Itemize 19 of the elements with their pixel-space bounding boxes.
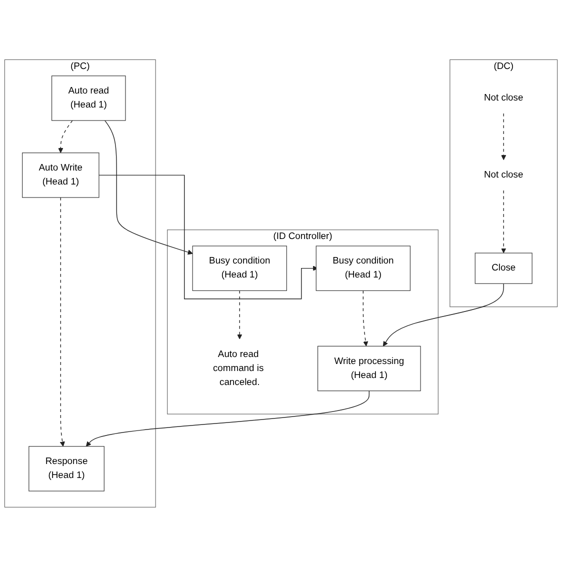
arrow: [501, 190, 506, 253]
arrow: [58, 120, 73, 153]
node-box: Busy condition (Head 1): [316, 245, 410, 290]
arrow: [237, 290, 242, 339]
node-box: Auto read (Head 1): [51, 75, 126, 120]
arrow: [501, 112, 506, 160]
arrow: [60, 196, 65, 446]
arrow: [104, 120, 193, 254]
node-text: Not close: [484, 169, 524, 180]
node-text: Not close: [484, 92, 524, 102]
arrow: [86, 390, 370, 446]
node-text: Auto read command is canceled.: [212, 348, 264, 387]
node-box: Close: [474, 252, 532, 284]
node-box: Response (Head 1): [28, 446, 104, 491]
node-box: Busy condition (Head 1): [192, 245, 287, 290]
arrow: [362, 290, 368, 346]
arrow: [382, 282, 504, 346]
node-box: Write processing (Head 1): [318, 345, 421, 391]
node-box: Auto Write (Head 1): [22, 152, 100, 198]
